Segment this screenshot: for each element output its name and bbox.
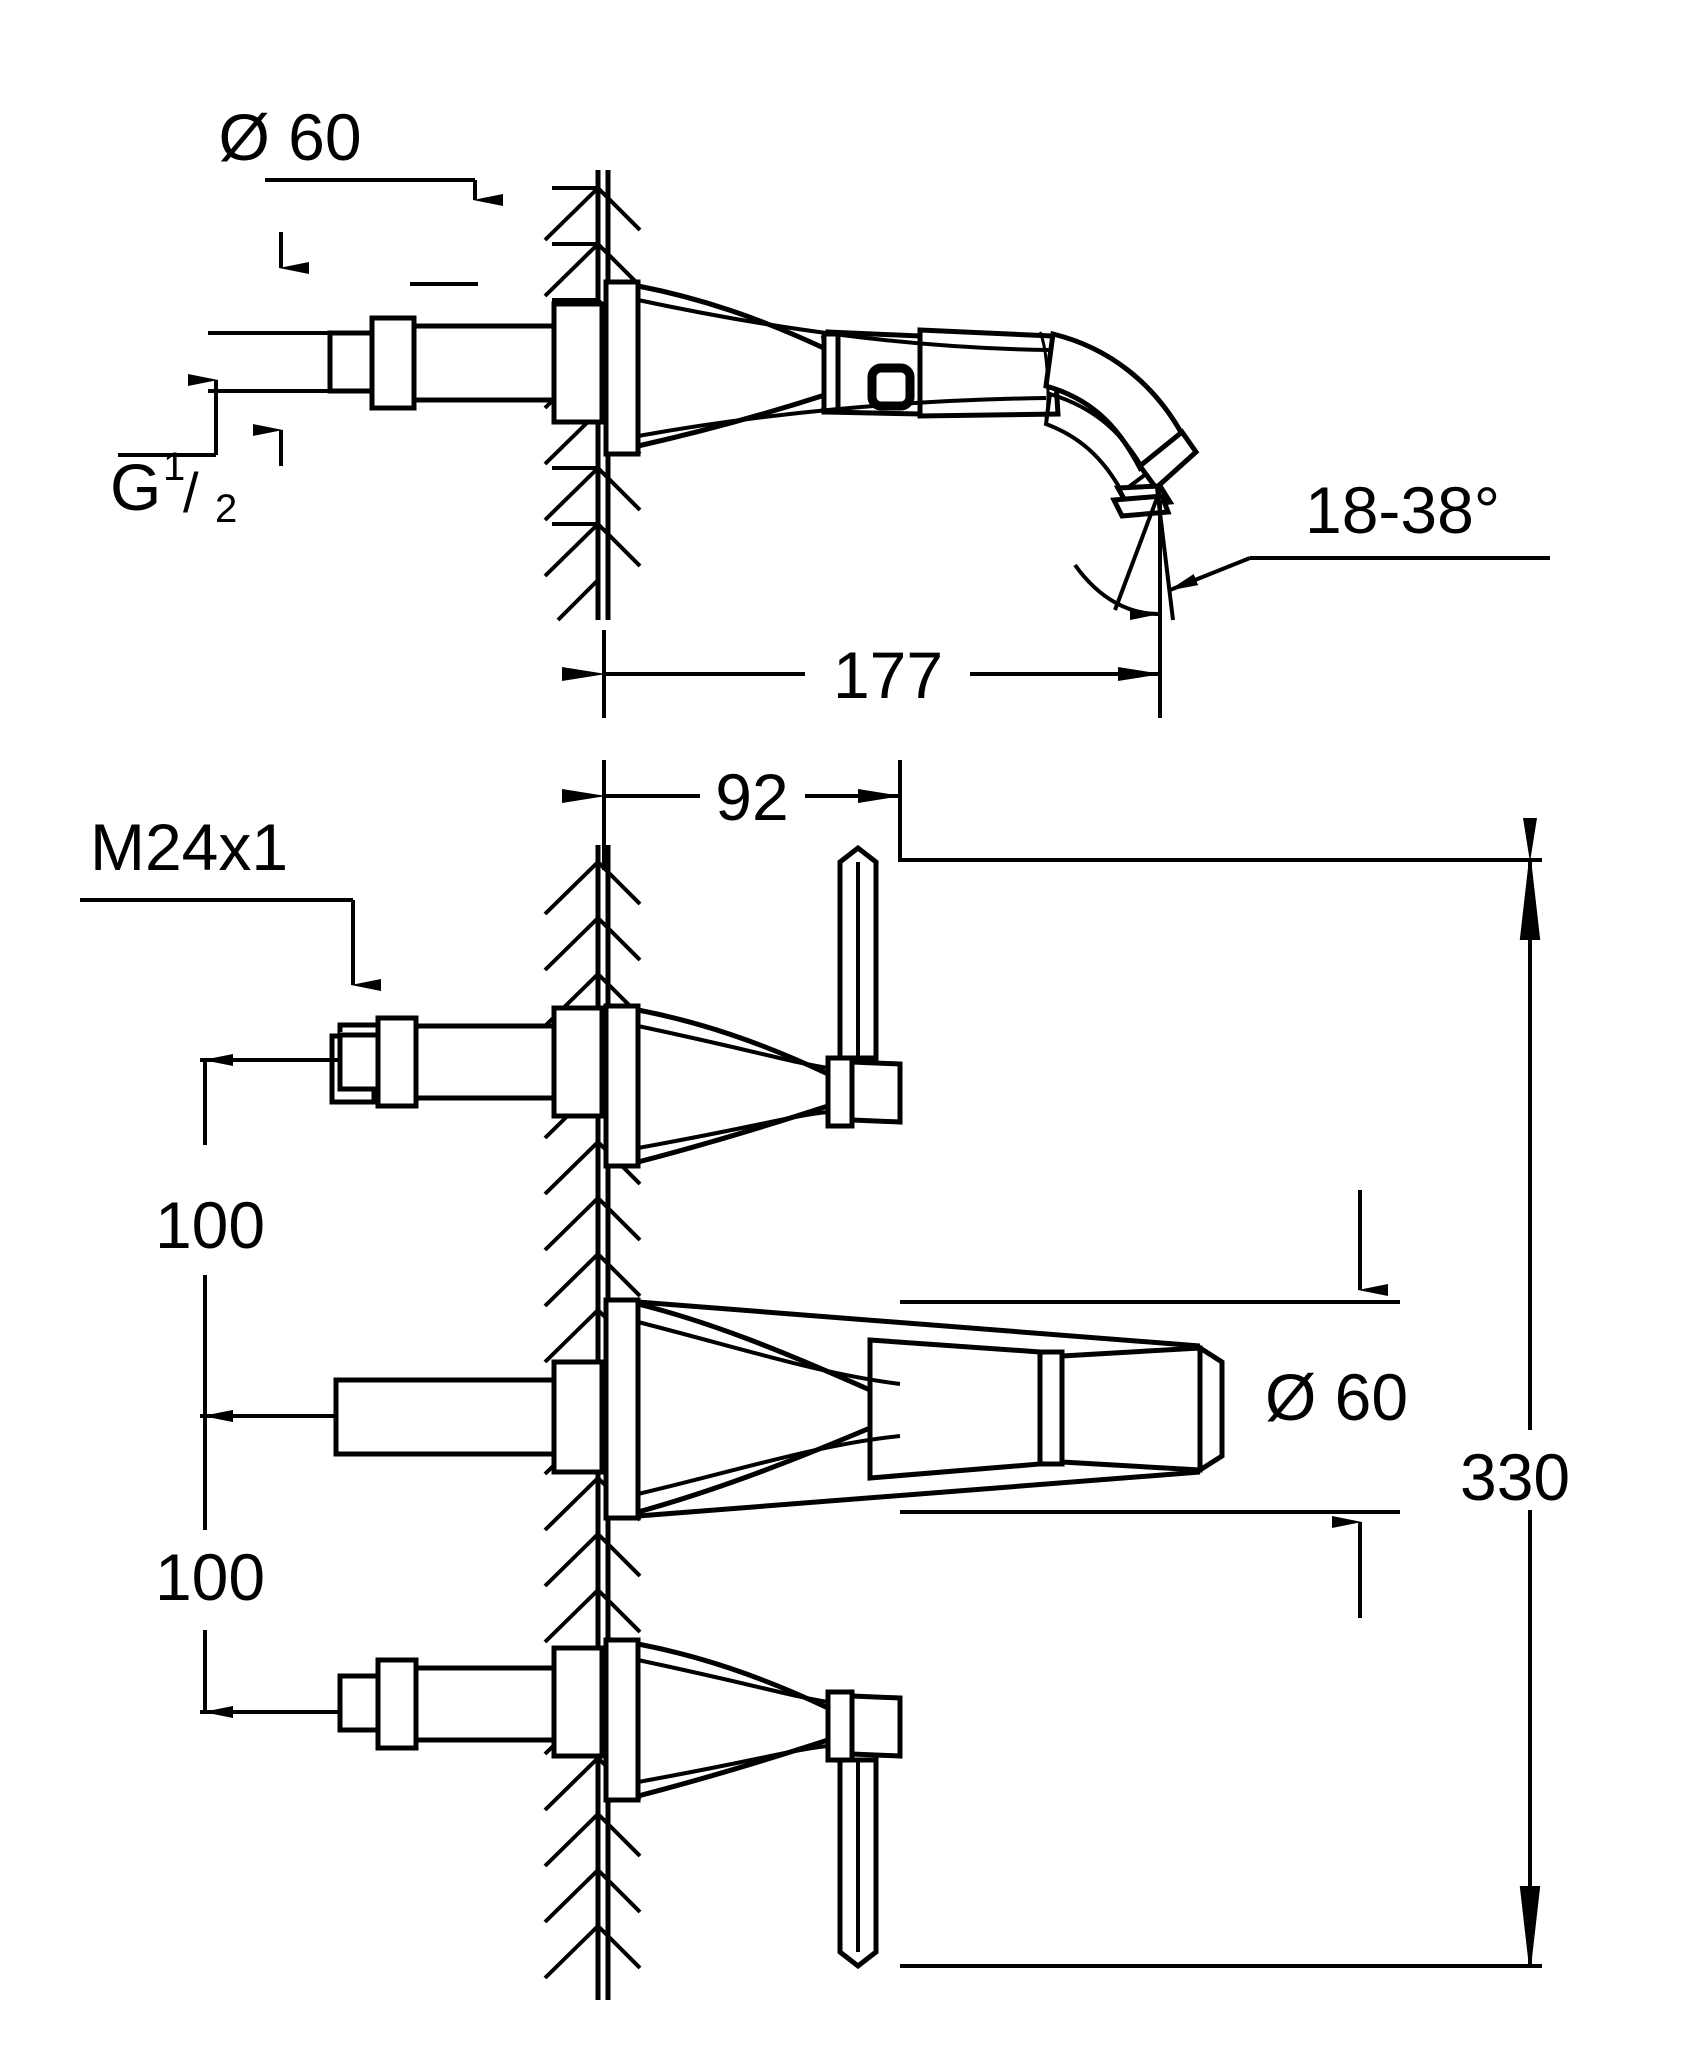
side-elevation-view bbox=[118, 170, 1550, 718]
spout-curve-outlet-top bbox=[1043, 330, 1200, 519]
dim-100-lower-line bbox=[200, 1410, 340, 1718]
diameter-60-bottom bbox=[900, 1190, 1400, 1618]
middle-spout-group bbox=[333, 1297, 1225, 1521]
label-thread-m24: M24x1 bbox=[90, 810, 288, 884]
middle-spout-outline bbox=[637, 1299, 1201, 1519]
dim-330-line bbox=[900, 818, 1542, 1968]
lower-handle-group bbox=[337, 1637, 903, 1970]
label-g-prefix: G bbox=[110, 450, 161, 524]
label-g-denominator: 2 bbox=[215, 487, 237, 531]
spout-bottom-inner-line bbox=[637, 396, 1047, 438]
angle-18-38-leader bbox=[1073, 487, 1550, 621]
spout-top-inner-line bbox=[637, 298, 1051, 352]
label-g-slash: / bbox=[183, 461, 199, 524]
upper-handle-group bbox=[337, 844, 903, 1169]
front-elevation-view bbox=[80, 760, 1542, 2000]
diameter-60-leader-top bbox=[265, 178, 503, 286]
label-dim-92: 92 bbox=[715, 760, 788, 834]
thread-m24-leader bbox=[80, 898, 381, 991]
label-angle-18-38: 18-38° bbox=[1305, 473, 1500, 547]
spout-escutcheon-top bbox=[603, 279, 831, 457]
label-dim-100-upper: 100 bbox=[155, 1188, 265, 1262]
label-dim-330: 330 bbox=[1460, 1440, 1570, 1514]
diameter-60-extension-top bbox=[208, 232, 330, 466]
label-thread-g-half: G 1 / 2 bbox=[110, 445, 237, 531]
inlet-thread-body-top bbox=[327, 301, 605, 425]
label-g-numerator: 1 bbox=[163, 445, 185, 489]
label-diameter-60-bottom: Ø 60 bbox=[1265, 1360, 1408, 1434]
dim-92-line bbox=[562, 760, 902, 870]
thread-g-half-leader bbox=[118, 374, 218, 457]
label-dim-100-lower: 100 bbox=[155, 1540, 265, 1614]
dim-177-line bbox=[562, 500, 1162, 718]
label-dim-177: 177 bbox=[833, 638, 943, 712]
label-diameter-60-top: Ø 60 bbox=[218, 100, 361, 174]
spout-body-top bbox=[820, 327, 1061, 419]
